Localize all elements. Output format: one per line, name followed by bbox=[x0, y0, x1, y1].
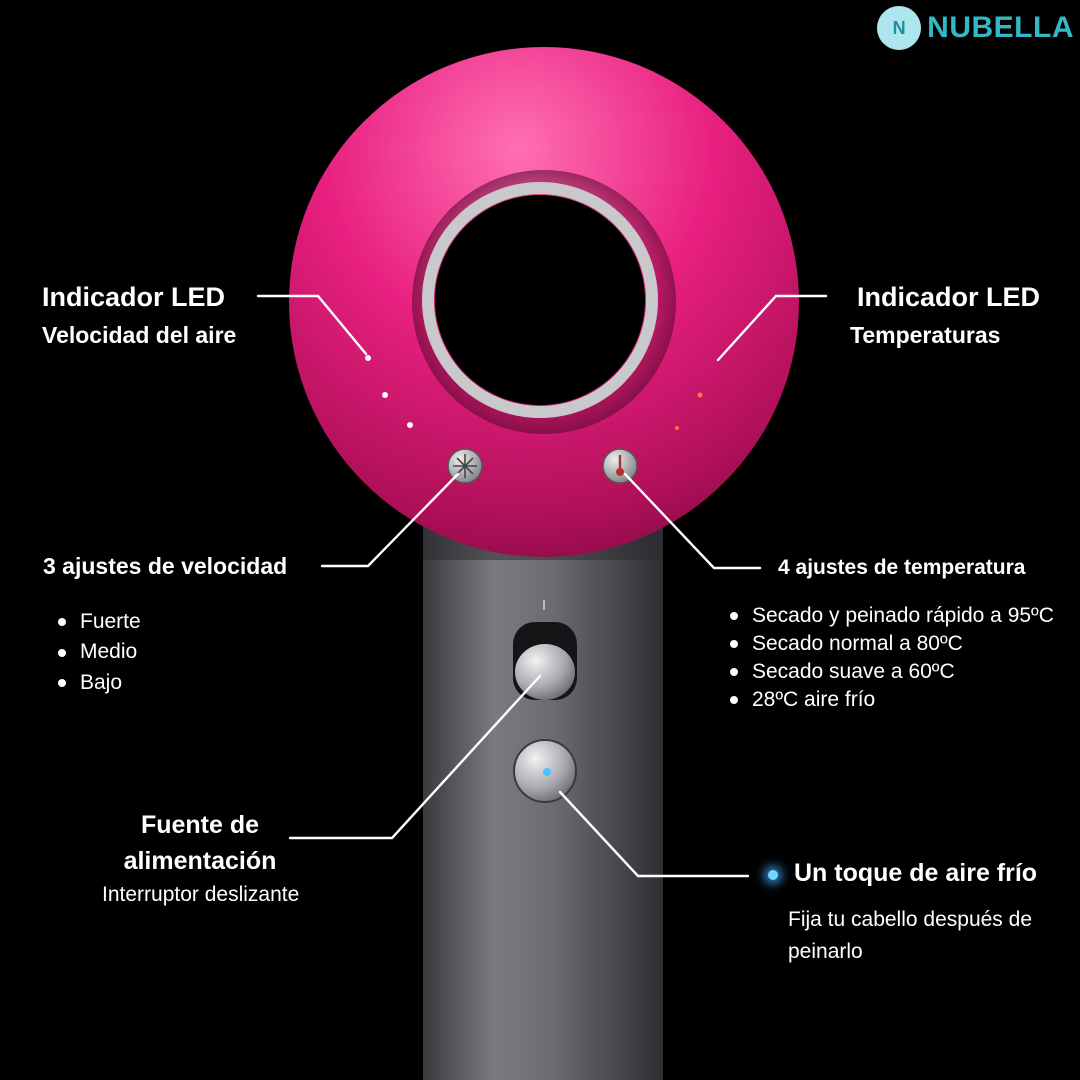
leader-power bbox=[288, 674, 542, 840]
temp-settings-heading: 4 ajustes de temperatura bbox=[778, 556, 1026, 579]
led-speed-subtitle: Velocidad del aire bbox=[42, 322, 237, 348]
list-item: 28ºC aire frío bbox=[726, 686, 1054, 714]
logo-badge: N bbox=[877, 6, 922, 50]
power-title-line1: Fuente de bbox=[140, 811, 260, 839]
power-title-line2: alimentación bbox=[123, 847, 277, 875]
brand-logo: N NUBELLA bbox=[877, 6, 1074, 50]
temp-led-dot bbox=[675, 426, 679, 430]
power-subtitle: Interruptor deslizante bbox=[102, 883, 300, 906]
power-callout: Fuente de alimentación bbox=[80, 810, 320, 876]
leader-cold bbox=[558, 790, 750, 878]
speed-settings-heading: 3 ajustes de velocidad bbox=[43, 553, 288, 579]
speed-led-dot bbox=[382, 392, 388, 398]
cold-shot-desc-line2: peinarlo bbox=[788, 940, 863, 963]
leader-speed bbox=[320, 472, 460, 568]
logo-wordmark: NUBELLA bbox=[927, 11, 1074, 44]
list-item: Secado normal a 80ºC bbox=[726, 630, 1054, 658]
fan-icon bbox=[453, 454, 477, 478]
temp-led-dot bbox=[697, 392, 703, 398]
ring-chrome-edge bbox=[422, 182, 658, 418]
temp-settings-list: Secado y peinado rápido a 95ºC Secado no… bbox=[726, 602, 1054, 714]
cold-shot-title: Un toque de aire frío bbox=[794, 859, 1038, 887]
led-temp-subtitle: Temperaturas bbox=[850, 322, 1001, 348]
ring-opening bbox=[435, 195, 645, 405]
cold-shot-led-icon bbox=[543, 768, 551, 776]
list-item: Medio bbox=[54, 637, 141, 667]
leader-led-temp bbox=[716, 294, 828, 362]
speed-led-dot bbox=[365, 355, 371, 361]
thermometer-icon bbox=[616, 455, 624, 476]
cold-shot-icon bbox=[768, 870, 778, 880]
leader-temp bbox=[623, 472, 762, 570]
leader-led-speed bbox=[256, 294, 368, 356]
cold-shot-desc-line1: Fija tu cabello después de bbox=[788, 908, 1032, 931]
list-item: Bajo bbox=[54, 668, 141, 698]
list-item: Fuerte bbox=[54, 607, 141, 637]
speed-led-dot bbox=[407, 422, 413, 428]
led-temp-title: Indicador LED bbox=[856, 282, 1040, 312]
list-item: Secado suave a 60ºC bbox=[726, 658, 1054, 686]
list-item: Secado y peinado rápido a 95ºC bbox=[726, 602, 1054, 630]
cold-shot-description: Fija tu cabello después de peinarlo bbox=[788, 904, 1032, 968]
speed-settings-list: Fuerte Medio Bajo bbox=[54, 607, 141, 698]
power-slider[interactable] bbox=[515, 644, 575, 700]
led-speed-title: Indicador LED bbox=[42, 282, 226, 312]
